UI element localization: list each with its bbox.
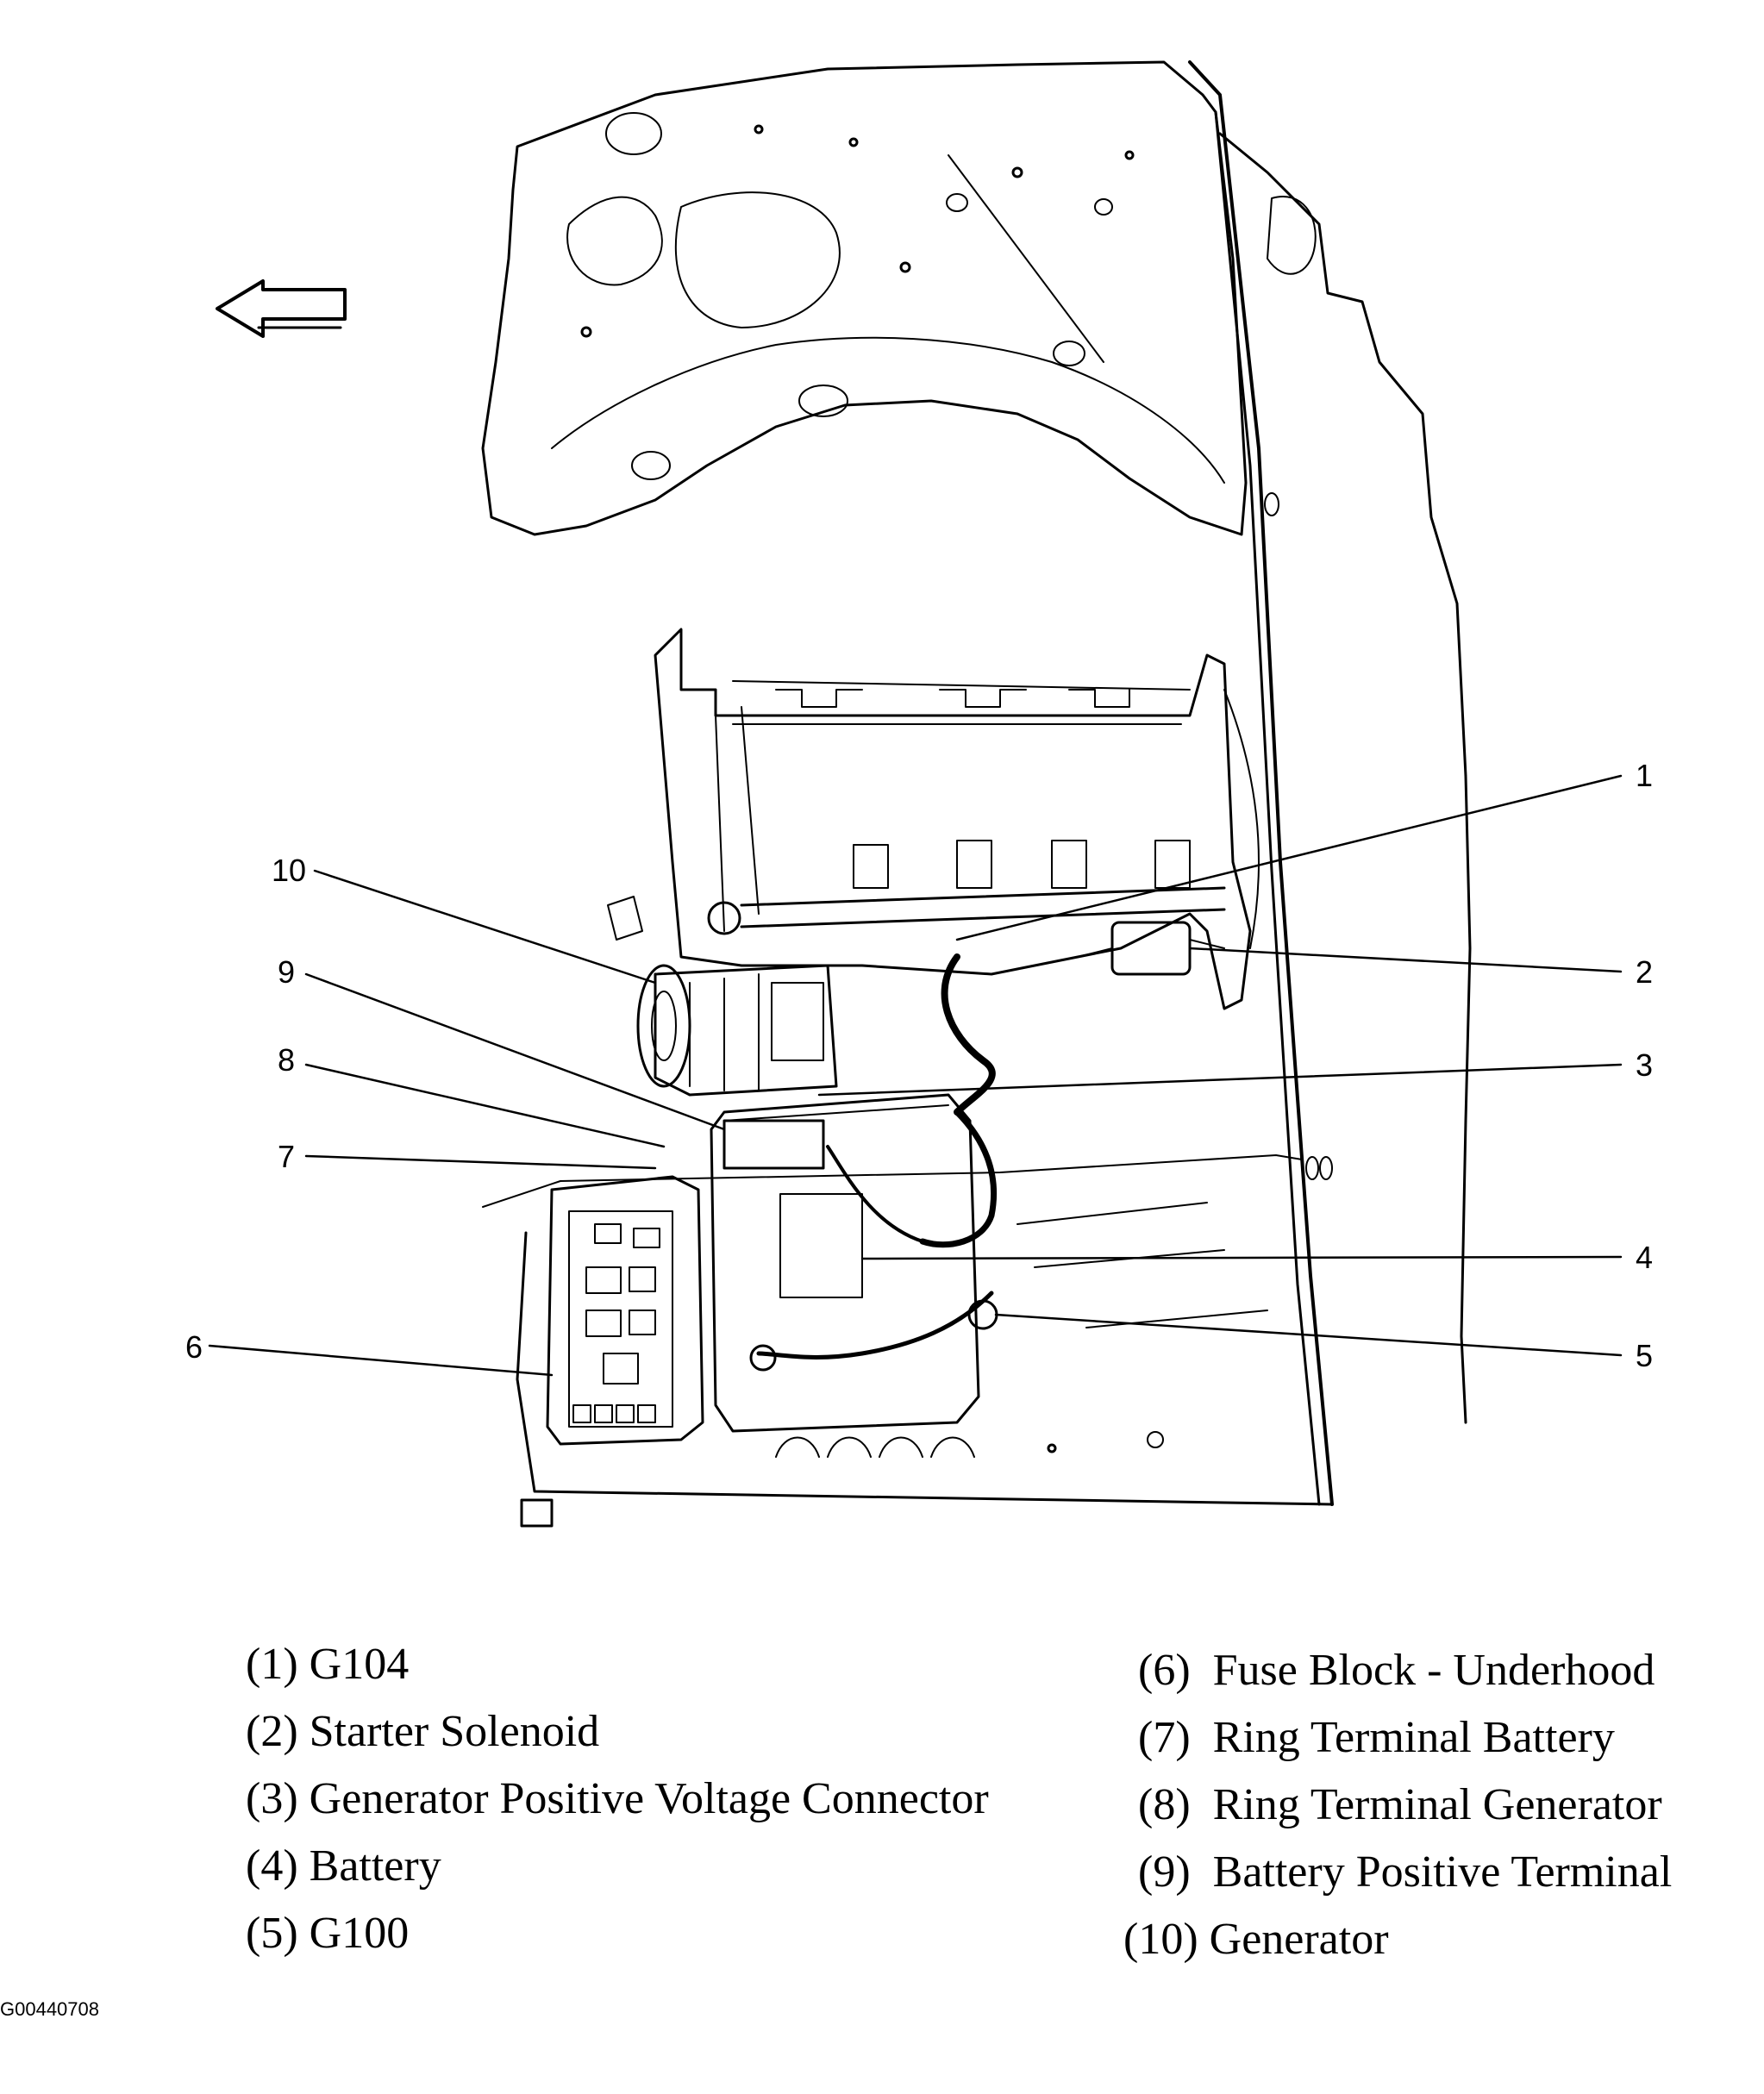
legend-item-10: (10) Generator bbox=[1123, 1915, 1389, 1964]
legend-item-1: (1) G104 bbox=[246, 1640, 410, 1689]
legend-item-3: (3) Generator Positive Voltage Connector bbox=[246, 1774, 989, 1823]
legend-item-8: (8) Ring Terminal Generator bbox=[1138, 1780, 1662, 1829]
callout-4: 4 bbox=[1636, 1240, 1654, 1275]
fuse-block-underhood bbox=[546, 1175, 704, 1446]
legend-item-5: (5) G100 bbox=[246, 1909, 410, 1958]
callout-9: 9 bbox=[278, 954, 296, 990]
legend-item-2: (2) Starter Solenoid bbox=[246, 1707, 600, 1756]
callout-5: 5 bbox=[1636, 1338, 1654, 1373]
engine-assembly bbox=[607, 628, 1260, 1010]
legend-item-9: (9) Battery Positive Terminal bbox=[1138, 1847, 1673, 1897]
legend-item-4: (4) Battery bbox=[246, 1841, 441, 1891]
body-panel bbox=[481, 60, 1248, 536]
generator bbox=[636, 964, 838, 1097]
figure-code: G00440708 bbox=[0, 1998, 99, 2020]
legend-item-7: (7) Ring Terminal Battery bbox=[1138, 1713, 1615, 1762]
floor-pan bbox=[482, 1154, 1334, 1528]
callout-leader-lines bbox=[208, 774, 1623, 1377]
front-arrow-icon bbox=[216, 279, 347, 338]
frame-rail bbox=[1188, 60, 1472, 1506]
callout-8: 8 bbox=[278, 1042, 296, 1078]
engine-compartment-illustration bbox=[208, 60, 1623, 1528]
callout-10: 10 bbox=[272, 853, 307, 888]
wiring-harness bbox=[756, 953, 998, 1360]
legend-item-6: (6) Fuse Block - Underhood bbox=[1138, 1646, 1655, 1695]
callout-7: 7 bbox=[278, 1139, 296, 1174]
callout-1: 1 bbox=[1636, 758, 1654, 793]
callout-2: 2 bbox=[1636, 954, 1654, 990]
battery bbox=[710, 1093, 998, 1433]
callout-3: 3 bbox=[1636, 1047, 1654, 1083]
callout-6: 6 bbox=[185, 1329, 203, 1365]
